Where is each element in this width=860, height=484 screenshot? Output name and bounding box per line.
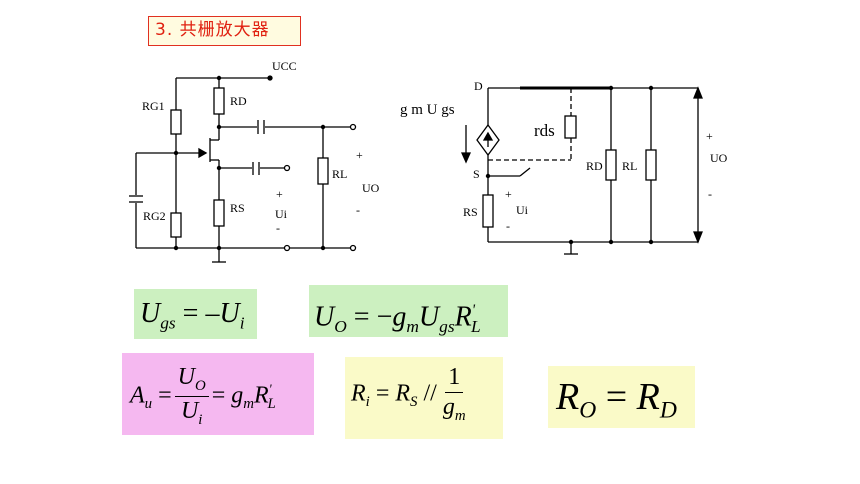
ui-minus: - bbox=[276, 221, 280, 235]
rs-label: RS bbox=[230, 201, 245, 215]
uo-eq-label: UO bbox=[710, 151, 728, 165]
current-source-label: g m U gs bbox=[400, 102, 455, 118]
formula-ugs: Ugs = –Ui bbox=[140, 298, 245, 333]
uo-plus: + bbox=[356, 148, 363, 162]
ui-label: Ui bbox=[275, 207, 288, 221]
uo-minus: - bbox=[356, 203, 360, 217]
section-title: 3. 共栅放大器 bbox=[148, 16, 301, 46]
rd-eq-label: RD bbox=[586, 159, 603, 173]
uo-eq-minus: - bbox=[708, 187, 712, 201]
rl-label: RL bbox=[332, 167, 347, 181]
rg2-label: RG2 bbox=[143, 209, 166, 223]
ui-eq-minus: - bbox=[506, 219, 510, 233]
uo-eq-plus: + bbox=[706, 129, 713, 143]
rd-label: RD bbox=[230, 94, 247, 108]
rl-eq-label: RL bbox=[622, 159, 637, 173]
small-signal-equivalent-circuit: D S g m U gs rds RS RD RL Ui UO + - + - bbox=[400, 79, 728, 255]
common-gate-circuit-schematic: UCC RG1 RG2 RD RS RL Ui UO + - + - bbox=[129, 59, 380, 263]
ui-eq-plus: + bbox=[505, 187, 512, 201]
ui-plus: + bbox=[276, 187, 283, 201]
source-node-label: S bbox=[473, 167, 480, 181]
supply-label: UCC bbox=[272, 59, 297, 73]
uo-label: UO bbox=[362, 181, 380, 195]
rs-eq-label: RS bbox=[463, 205, 478, 219]
rg1-label: RG1 bbox=[142, 99, 165, 113]
formula-ro: RO = RD bbox=[556, 376, 677, 424]
rds-label: rds bbox=[534, 121, 555, 140]
drain-node-label: D bbox=[474, 79, 483, 93]
ui-eq-label: Ui bbox=[516, 203, 529, 217]
formula-uo: UO = −gmUgsR'L bbox=[314, 301, 481, 336]
